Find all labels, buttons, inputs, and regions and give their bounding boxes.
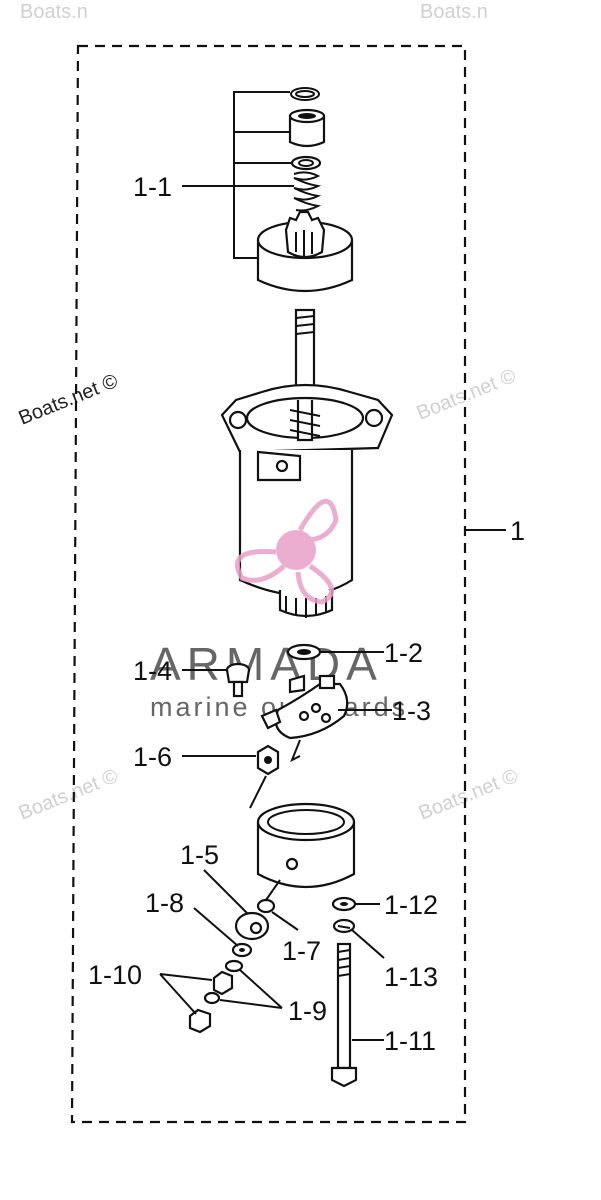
leader-1-7 [271,911,299,931]
through-bolt-1-11 [330,942,358,1088]
watermark-lower-right: Boats.net © [416,765,522,825]
watermark-boats-net: Boats.net © [16,370,122,430]
spring-washer-1-13 [332,918,356,934]
stopper-collar [288,108,326,148]
label-1: 1 [510,516,525,546]
label-1-4: 1-4 [133,656,172,686]
leader-1-9 [219,969,283,1009]
label-1-3: 1-3 [392,696,431,726]
label-1-2: 1-2 [384,638,423,668]
washer-1-9a [224,959,244,973]
clip-ring [290,87,320,101]
nut-1-10a [212,970,234,996]
label-1-7: 1-7 [282,936,321,966]
grommet-1-5 [234,911,270,941]
watermark-lower-left: Boats.net © [16,765,122,825]
label-1-9: 1-9 [288,996,327,1026]
watermark-mid-right: Boats.net © [414,365,520,425]
washer-1-8 [231,942,253,958]
pinion-gear [256,210,354,293]
washer-1-12 [331,896,357,912]
nut-1-10b [188,1008,212,1034]
nut-1-6 [256,744,280,776]
brush-holder-1-3 [260,674,349,740]
watermark-top-right: Boats.n [420,1,488,23]
o-ring-1-7 [256,898,276,914]
label-1-10: 1-10 [88,960,142,990]
label-1-13: 1-13 [384,962,438,992]
label-1-11: 1-11 [384,1026,436,1056]
leader-1-5 [203,869,249,915]
label-1-12: 1-12 [384,890,438,920]
brand-name: ARMADA [150,638,383,690]
starter-housing [220,383,394,618]
watermark-top-left: Boats.n [20,1,88,23]
washer-1-2 [286,643,322,661]
spring [293,171,322,212]
label-1-8: 1-8 [145,888,184,918]
assembly-border [70,44,467,1124]
end-cover [256,802,356,888]
leader-1-13 [351,929,385,959]
washer-top [290,155,322,171]
label-1-1: 1-1 [133,172,172,202]
leader-1-10 [159,973,213,1015]
armada-logo [234,498,339,605]
label-1-5: 1-5 [180,840,219,870]
label-1-6: 1-6 [133,742,172,772]
leader-1-8 [193,907,239,947]
screw-1-4 [225,662,251,698]
washer-1-9b [203,991,221,1005]
